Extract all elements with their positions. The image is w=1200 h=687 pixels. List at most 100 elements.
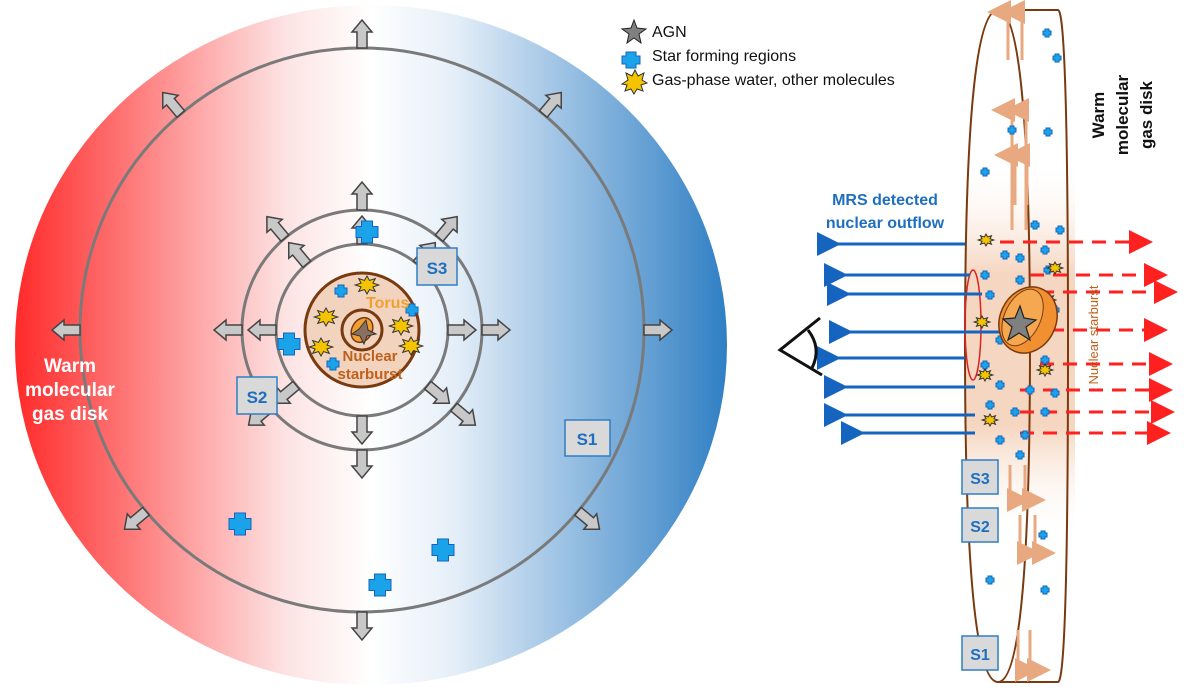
- outflow-arrow: [538, 91, 563, 119]
- legend-star-forming-label: Star forming regions: [652, 48, 796, 65]
- face-on-view: Torus Nuclear starburst Warm molecular g…: [15, 5, 727, 685]
- outflow-arrow: [434, 215, 458, 243]
- edge-agn-star-icon: [1001, 304, 1038, 342]
- legend-agn-label: AGN: [652, 24, 687, 41]
- star-forming-region-icon: [1007, 125, 1017, 135]
- water-burst-icon: [387, 315, 415, 337]
- outflow-arrow: [161, 91, 186, 119]
- water-burst-icon: [972, 314, 992, 330]
- region-s1-badge: S1: [564, 419, 611, 457]
- edge-region-s1-badge: S1: [961, 635, 999, 671]
- star-forming-region-icon: [334, 284, 348, 298]
- star-forming-region-icon: [1050, 388, 1060, 398]
- star-forming-region-icon: [1040, 245, 1050, 255]
- region-s3-badge: S3: [416, 247, 458, 286]
- legend-water-burst-icon: [620, 68, 649, 95]
- outflow-arrow: [212, 318, 243, 342]
- water-burst-icon: [975, 367, 995, 383]
- star-forming-region-icon: [985, 290, 995, 300]
- svg-text:S1: S1: [970, 647, 990, 664]
- edge-disk-label-2: molecular: [1113, 74, 1132, 155]
- outflow-arrow: [350, 611, 374, 642]
- outflow-arrow: [246, 318, 277, 342]
- star-forming-region-icon: [980, 167, 990, 177]
- star-forming-region-icon: [995, 380, 1005, 390]
- region-s2-badge: S2: [236, 376, 278, 415]
- svg-text:S2: S2: [970, 519, 990, 536]
- edge-disk-label-1: Warm: [1089, 92, 1108, 139]
- star-forming-region-icon: [1025, 385, 1035, 395]
- star-forming-region-icon: [1040, 355, 1050, 365]
- star-forming-region-icon: [980, 270, 990, 280]
- outflow-arrow: [287, 241, 312, 269]
- outflow-arrow: [350, 449, 374, 480]
- edge-disk-label-3: gas disk: [1137, 80, 1156, 149]
- starburst-label-1: Nuclear: [342, 348, 397, 365]
- agn-star-icon: [350, 318, 378, 346]
- star-forming-region-icon: [995, 435, 1005, 445]
- star-forming-region-icon: [368, 573, 392, 597]
- svg-text:S3: S3: [970, 471, 990, 488]
- star-forming-region-icon: [1015, 275, 1025, 285]
- star-forming-region-icon: [431, 538, 455, 562]
- star-forming-region-icon: [355, 220, 379, 244]
- star-forming-region-icon: [1040, 585, 1050, 595]
- star-forming-region-icon: [1042, 28, 1052, 38]
- legend-star-forming-icon: [621, 51, 641, 69]
- star-forming-region-icon: [1055, 225, 1065, 235]
- star-forming-region-icon: [405, 303, 419, 317]
- edge-region-s3-badge: S3: [961, 459, 999, 495]
- outflow-label-2: nuclear outflow: [826, 215, 945, 232]
- outflow-arrow: [573, 506, 601, 531]
- water-burst-icon: [1035, 362, 1055, 378]
- star-forming-region-icon: [1040, 407, 1050, 417]
- edge-starburst-label: Nuclear starburst: [1086, 285, 1101, 384]
- star-forming-region-icon: [228, 512, 252, 536]
- outflow-arrow: [447, 318, 478, 342]
- outflow-arrow: [266, 215, 290, 243]
- eye-icon: [777, 316, 823, 377]
- svg-text:S2: S2: [247, 388, 268, 407]
- water-burst-icon: [353, 274, 381, 296]
- legend-water-label: Gas-phase water, other molecules: [652, 72, 895, 89]
- water-burst-icon: [980, 412, 1000, 428]
- outflow-arrow: [449, 402, 477, 426]
- water-burst-icon: [307, 336, 335, 358]
- star-forming-region-icon: [1010, 407, 1020, 417]
- edge-region-s2-badge: S2: [961, 507, 999, 543]
- legend-agn-star-icon: [620, 18, 648, 45]
- outflow-arrow: [643, 318, 674, 342]
- outflow-arrow: [350, 415, 374, 446]
- outflow-arrow: [350, 180, 374, 211]
- legend: AGN Star forming regions Gas-phase water…: [620, 18, 895, 95]
- edge-on-view: MRS detected nuclear outflow Nuclear sta…: [777, 0, 1178, 683]
- outflow-arrow: [350, 18, 374, 49]
- outflow-label-1: MRS detected: [832, 192, 938, 209]
- star-forming-region-icon: [1015, 450, 1025, 460]
- star-forming-region-icon: [1043, 127, 1053, 137]
- outflow-arrows: [50, 18, 674, 642]
- disk-label-2: molecular: [25, 380, 115, 401]
- water-burst-icon: [312, 306, 340, 328]
- water-burst-icon: [397, 335, 425, 357]
- outflow-arrow: [123, 506, 151, 531]
- star-forming-region-icon: [980, 360, 990, 370]
- outflow-arrow: [481, 318, 512, 342]
- disk-label-3: gas disk: [32, 404, 108, 425]
- outflow-arrow: [423, 380, 451, 405]
- star-forming-region-icon: [1030, 220, 1040, 230]
- star-forming-region-icon: [1052, 53, 1062, 63]
- star-forming-region-icon: [1038, 530, 1048, 540]
- disk-label-1: Warm: [44, 356, 96, 377]
- star-forming-region-icon: [985, 575, 995, 585]
- svg-text:S3: S3: [427, 259, 448, 278]
- star-forming-region-icon: [1020, 430, 1030, 440]
- water-burst-icon: [1045, 260, 1065, 276]
- star-forming-region-icon: [985, 400, 995, 410]
- star-forming-region-icon: [277, 332, 301, 356]
- water-burst-icon: [976, 232, 996, 248]
- star-forming-region-icon: [326, 357, 340, 371]
- svg-text:S1: S1: [577, 430, 598, 449]
